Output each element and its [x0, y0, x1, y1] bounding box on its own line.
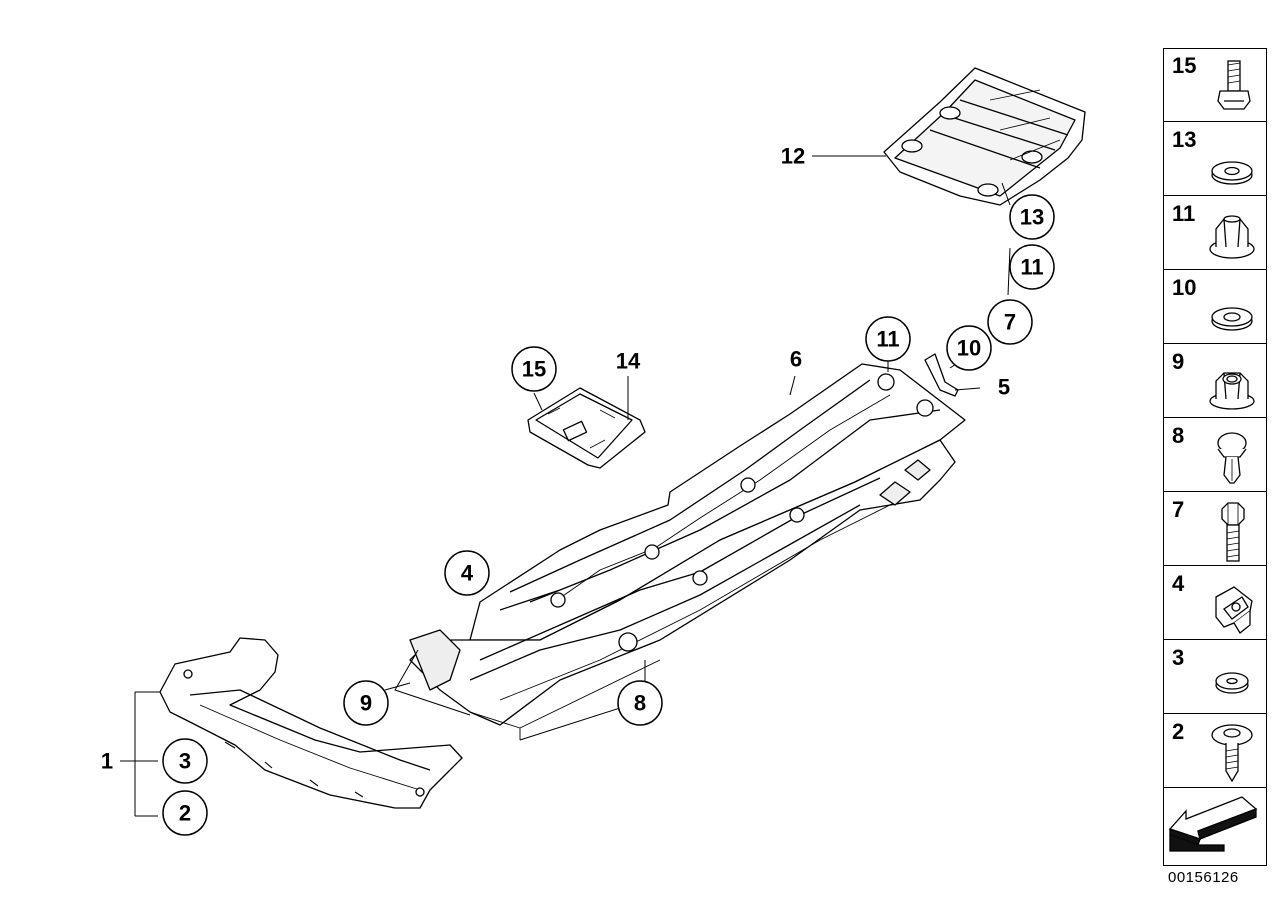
callout-circle-15 — [511, 346, 557, 392]
callout-14: 14 — [616, 349, 641, 374]
callout-6: 6 — [790, 347, 802, 372]
legend-cell: 11 — [1164, 197, 1266, 270]
legend-cell: 4 — [1164, 567, 1266, 640]
legend-number: 9 — [1172, 349, 1185, 374]
legend-cell: 13 — [1164, 123, 1266, 196]
washer-icon — [1211, 161, 1253, 185]
legend-cell: 8 — [1164, 419, 1266, 492]
callout-11b: 11 — [1020, 255, 1043, 280]
callout-circle-11a — [865, 316, 911, 362]
expanding-rivet-icon — [1217, 432, 1247, 484]
callout-5: 5 — [998, 375, 1010, 400]
callout-circle-9 — [343, 680, 389, 726]
callout-7: 7 — [1004, 310, 1016, 335]
callout-circle-11b — [1009, 244, 1055, 290]
legend-cell: 9 — [1164, 345, 1266, 418]
callout-13: 13 — [1020, 205, 1044, 230]
callout-12: 12 — [781, 144, 805, 169]
legend-cell: 10 — [1164, 271, 1266, 344]
callouts — [162, 194, 1055, 836]
underbody-panel-center — [469, 363, 966, 641]
callout-9: 9 — [360, 691, 372, 716]
callout-circle-8 — [617, 680, 663, 726]
legend-cell: 15 — [1164, 49, 1266, 122]
legend-number: 4 — [1172, 571, 1185, 596]
legend-cell: 7 — [1164, 493, 1266, 566]
callout-3: 3 — [179, 749, 191, 774]
legend-cell — [1164, 789, 1266, 865]
callout-2: 2 — [179, 801, 191, 826]
front-underbody-shield — [159, 637, 463, 809]
callout-circle-2 — [162, 790, 208, 836]
legend-number: 7 — [1172, 497, 1185, 522]
callout-circle-7 — [987, 299, 1033, 345]
legend-cell: 3 — [1164, 641, 1266, 714]
washer-icon — [1211, 307, 1253, 331]
legend-number: 10 — [1172, 275, 1197, 300]
leader-lines — [120, 155, 1011, 817]
cap-nut-icon — [1209, 215, 1255, 259]
document-number: 00156126 — [1168, 869, 1239, 886]
legend-cell: 2 — [1164, 715, 1266, 788]
callout-labels: 15 14 6 11 10 7 5 11 13 12 4 9 8 1 3 2 — [101, 144, 1044, 826]
underbody-panel-lower — [409, 439, 956, 740]
callout-circle-4 — [444, 550, 490, 596]
flange-nut-icon — [1209, 372, 1255, 410]
callout-8: 8 — [634, 691, 646, 716]
clip-nut-icon — [1215, 586, 1253, 634]
hex-bolt-icon — [1221, 502, 1245, 562]
callout-4: 4 — [461, 561, 474, 586]
callout-circle-10 — [946, 325, 992, 371]
callout-1: 1 — [101, 749, 113, 774]
access-cover-plate — [527, 387, 646, 469]
legend-number: 13 — [1172, 127, 1197, 152]
callout-15: 15 — [522, 357, 546, 382]
legend-number: 3 — [1172, 645, 1185, 670]
callout-circle-13 — [1009, 194, 1055, 240]
rear-underbody-shield — [883, 67, 1086, 206]
legend-number: 2 — [1172, 719, 1185, 744]
callout-10: 10 — [957, 336, 981, 361]
callout-11a: 11 — [876, 327, 899, 352]
legend-number: 11 — [1172, 201, 1196, 226]
bolt-icon — [1217, 60, 1251, 110]
legend-number: 15 — [1172, 53, 1197, 78]
washer-icon — [1215, 672, 1249, 694]
screw-with-washer-icon — [1211, 724, 1253, 783]
legend-number: 8 — [1172, 423, 1185, 448]
callout-circle-3 — [162, 738, 208, 784]
fastener-legend-panel: 15 13 11 — [1163, 48, 1267, 866]
direction-arrow-icon — [1168, 796, 1258, 852]
